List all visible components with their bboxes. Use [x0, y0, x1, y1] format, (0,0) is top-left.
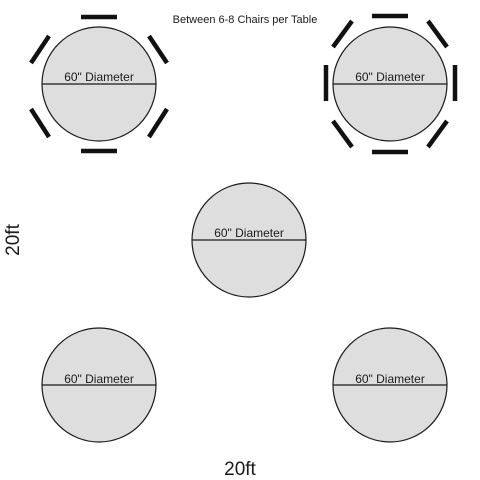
table-bottom-right-label: 60" Diameter	[355, 372, 425, 386]
table-top-right: 60" Diameter	[323, 13, 458, 155]
diagram-title: Between 6-8 Chairs per Table	[173, 14, 318, 26]
table-bottom-left-label: 60" Diameter	[64, 372, 134, 386]
chair	[426, 119, 449, 149]
table-center-label: 60" Diameter	[214, 226, 284, 240]
chair	[147, 107, 169, 139]
table-top-left-label: 60" Diameter	[64, 70, 134, 84]
height-dimension-label: 20ft	[3, 223, 24, 255]
table-top-left: 60" Diameter	[29, 14, 169, 154]
chair	[426, 19, 449, 49]
chair	[331, 119, 354, 149]
chair	[29, 107, 51, 139]
chair	[331, 19, 354, 49]
table-center: 60" Diameter	[191, 182, 307, 298]
table-top-right-label: 60" Diameter	[355, 70, 425, 84]
table-bottom-right: 60" Diameter	[332, 327, 448, 443]
chair	[147, 34, 169, 65]
chair	[29, 34, 51, 65]
width-dimension-label: 20ft	[224, 459, 256, 480]
table-bottom-left: 60" Diameter	[41, 327, 157, 443]
